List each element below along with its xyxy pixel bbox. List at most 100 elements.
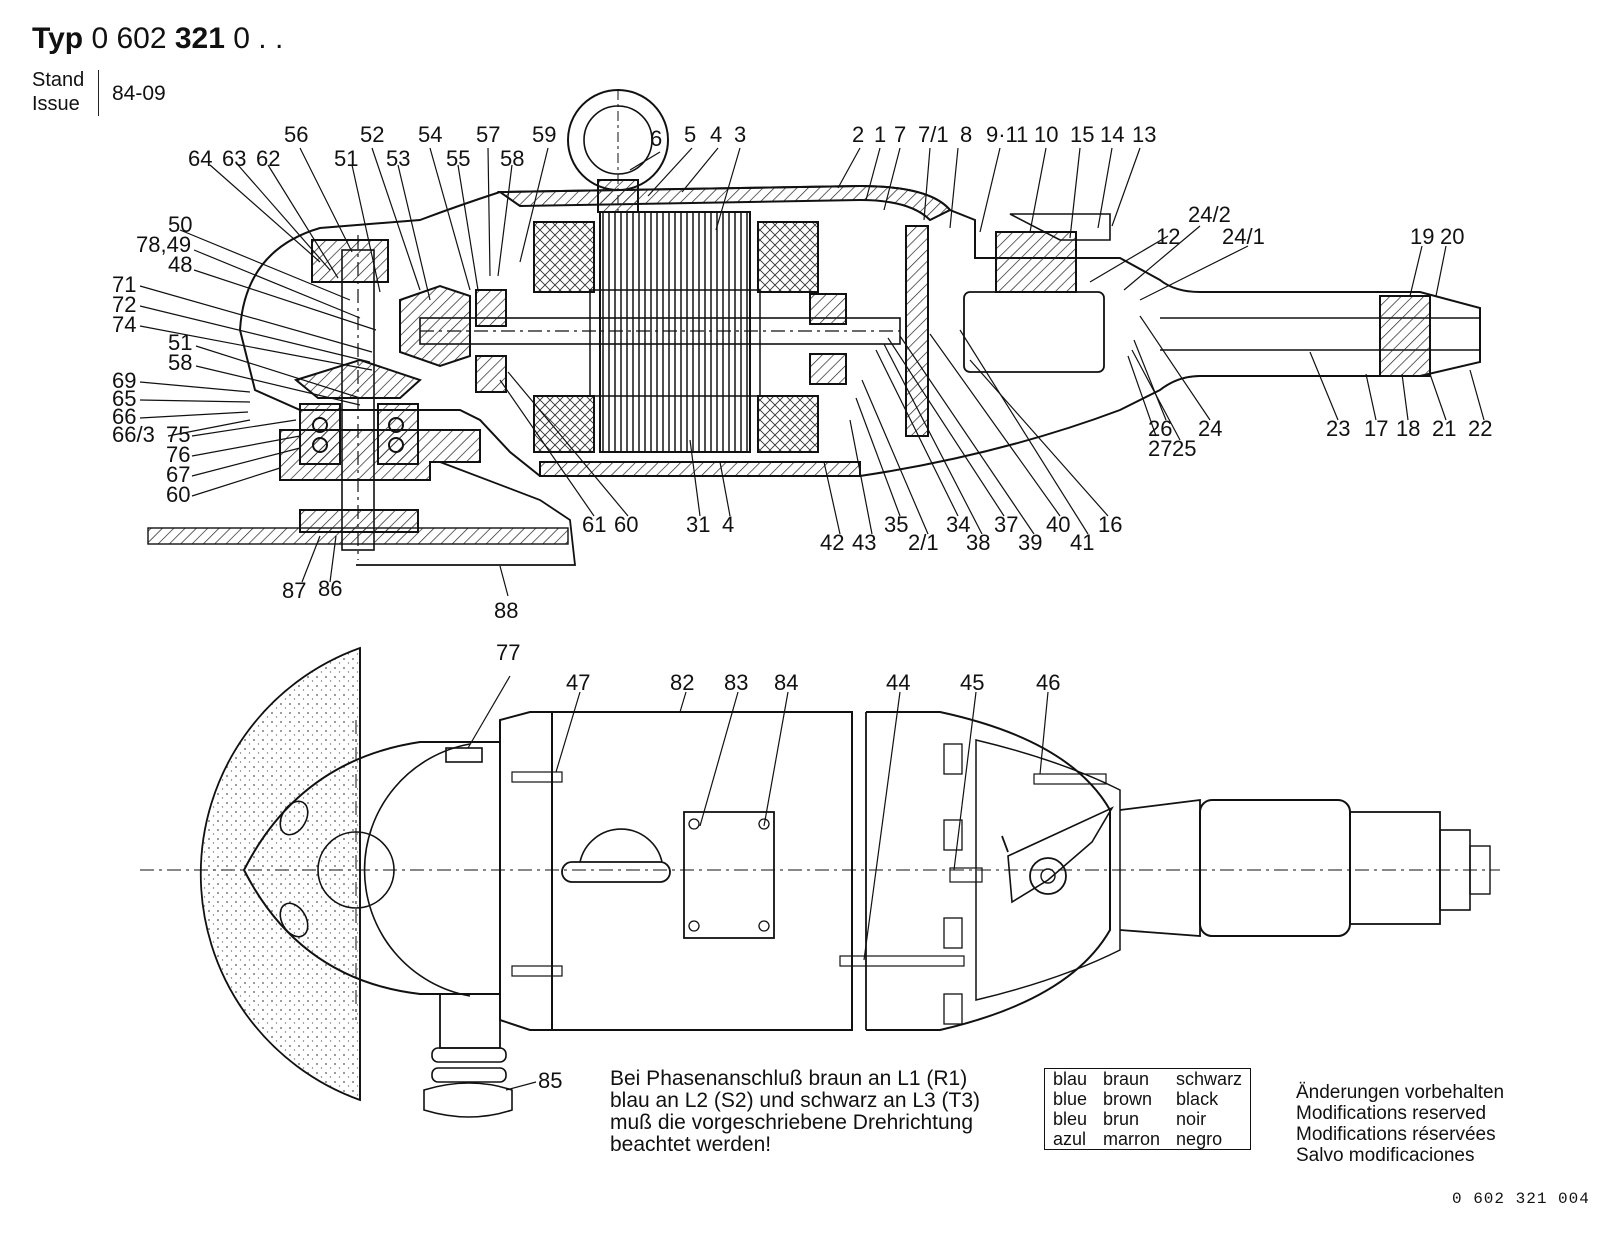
callout: 75 xyxy=(166,422,190,447)
mods-en: Modifications reserved xyxy=(1296,1103,1487,1124)
callout: 15 xyxy=(1070,122,1094,147)
table-cell: braun xyxy=(1103,1069,1150,1089)
note-line: blau an L2 (S2) und schwarz an L3 (T3) xyxy=(610,1089,981,1112)
callout: 20 xyxy=(1440,224,1464,249)
callout: 37 xyxy=(994,512,1018,537)
mods-de: Änderungen vorbehalten xyxy=(1296,1082,1505,1103)
callout: 4 xyxy=(722,512,734,537)
callout: 2/1 xyxy=(908,530,939,555)
callout: 88 xyxy=(494,598,518,623)
callout: 10 xyxy=(1034,122,1058,147)
wire-color-table: blau braun schwarz blue brown black bleu… xyxy=(1044,1068,1252,1150)
callout: 6 xyxy=(650,126,662,151)
callout: 44 xyxy=(886,670,910,695)
table-cell: brown xyxy=(1103,1089,1153,1109)
phase-connection-note: Bei Phasenanschluß braun an L1 (R1) blau… xyxy=(610,1068,1030,1156)
callout: 34 xyxy=(946,512,970,537)
callout: 60 xyxy=(166,482,190,507)
callout: 31 xyxy=(686,512,710,537)
note-line: Bei Phasenanschluß braun an L1 (R1) xyxy=(610,1067,968,1090)
note-line: muß die vorgeschriebene Drehrichtung xyxy=(610,1111,974,1134)
callout: 7/1 xyxy=(918,122,949,147)
note-line: beachtet werden! xyxy=(610,1133,772,1156)
callout: 8 xyxy=(960,122,972,147)
typ-label: Typ xyxy=(32,22,84,55)
table-cell: blau xyxy=(1053,1069,1088,1089)
callout: 27 xyxy=(1148,436,1172,461)
page-title: Typ 0 602 321 0 . . xyxy=(32,22,283,56)
table-cell: black xyxy=(1176,1089,1219,1109)
callout: 14 xyxy=(1100,122,1124,147)
callout: 50 xyxy=(168,212,192,237)
issue-label: Issue xyxy=(32,93,80,115)
callout: 85 xyxy=(538,1068,562,1093)
plan-view xyxy=(140,646,1500,1118)
callout: 77 xyxy=(496,640,520,665)
callout: 40 xyxy=(1046,512,1070,537)
callout: 26 xyxy=(1148,416,1172,441)
callout: 87 xyxy=(282,578,306,603)
stand-brace xyxy=(98,70,105,116)
callout: 2 xyxy=(852,122,864,147)
table-cell: marron xyxy=(1103,1129,1161,1149)
callout: 84 xyxy=(774,670,798,695)
callout: 25 xyxy=(1172,436,1196,461)
callout: 4 xyxy=(710,122,722,147)
callout: 47 xyxy=(566,670,590,695)
leader-lines-top xyxy=(139,147,1485,597)
callouts-plan-view: 77 47 82 83 84 44 45 46 85 xyxy=(496,640,1060,1093)
callout: 24 xyxy=(1198,416,1222,441)
callout: 74 xyxy=(112,312,136,337)
callout: 12 xyxy=(1156,224,1180,249)
callout: 86 xyxy=(318,576,342,601)
callout: 53 xyxy=(386,146,410,171)
typ-number-b: 321 xyxy=(174,22,225,55)
typ-suffix: 0 . . xyxy=(233,22,284,55)
callout: 82 xyxy=(670,670,694,695)
table-row: blue brown black xyxy=(1045,1089,1251,1109)
callout: 59 xyxy=(532,122,556,147)
callout: 46 xyxy=(1036,670,1060,695)
callout: 42 xyxy=(820,530,844,555)
callout: 57 xyxy=(476,122,500,147)
table-cell: blue xyxy=(1053,1089,1088,1109)
callout: 16 xyxy=(1098,512,1122,537)
callout: 76 xyxy=(166,442,190,467)
callout: 17 xyxy=(1364,416,1388,441)
callout: 21 xyxy=(1432,416,1456,441)
table-row: blau braun schwarz xyxy=(1045,1069,1251,1090)
callout: 58 xyxy=(500,146,524,171)
callout: 69 xyxy=(112,368,136,393)
callout: 1 xyxy=(874,122,886,147)
leader-lines-bottom xyxy=(467,675,1049,1091)
table-cell: bleu xyxy=(1053,1109,1088,1129)
callout: 60 xyxy=(614,512,638,537)
callout: 66/3 xyxy=(112,422,155,447)
callouts-bottom-row: 61 60 31 4 42 43 35 2/1 34 38 37 39 40 4… xyxy=(282,416,1492,623)
callout: 39 xyxy=(1018,530,1042,555)
callout: 58 xyxy=(168,350,192,375)
callout: 7 xyxy=(894,122,906,147)
callout: 67 xyxy=(166,462,190,487)
table-cell: azul xyxy=(1053,1129,1087,1149)
stand-date: 84-09 xyxy=(112,82,166,105)
callout: 41 xyxy=(1070,530,1094,555)
callout: 24/2 xyxy=(1188,202,1231,227)
stand-issue-block: Stand Issue xyxy=(32,68,84,116)
document-number: 0 602 321 004 xyxy=(1452,1190,1590,1208)
section-view xyxy=(147,89,1481,566)
table-cell: brun xyxy=(1103,1109,1140,1129)
mods-fr: Modifications réservées xyxy=(1296,1124,1496,1145)
typ-number-a: 0 602 xyxy=(91,22,167,55)
table-cell: negro xyxy=(1176,1129,1223,1149)
callout: 52 xyxy=(360,122,384,147)
callout: 54 xyxy=(418,122,442,147)
table-row: azul marron negro xyxy=(1045,1129,1251,1150)
callout: 9·11 xyxy=(986,122,1028,147)
callout: 63 xyxy=(222,146,246,171)
callout: 22 xyxy=(1468,416,1492,441)
mods-es: Salvo modificaciones xyxy=(1296,1145,1475,1166)
callout: 51 xyxy=(168,330,192,355)
callout: 35 xyxy=(884,512,908,537)
